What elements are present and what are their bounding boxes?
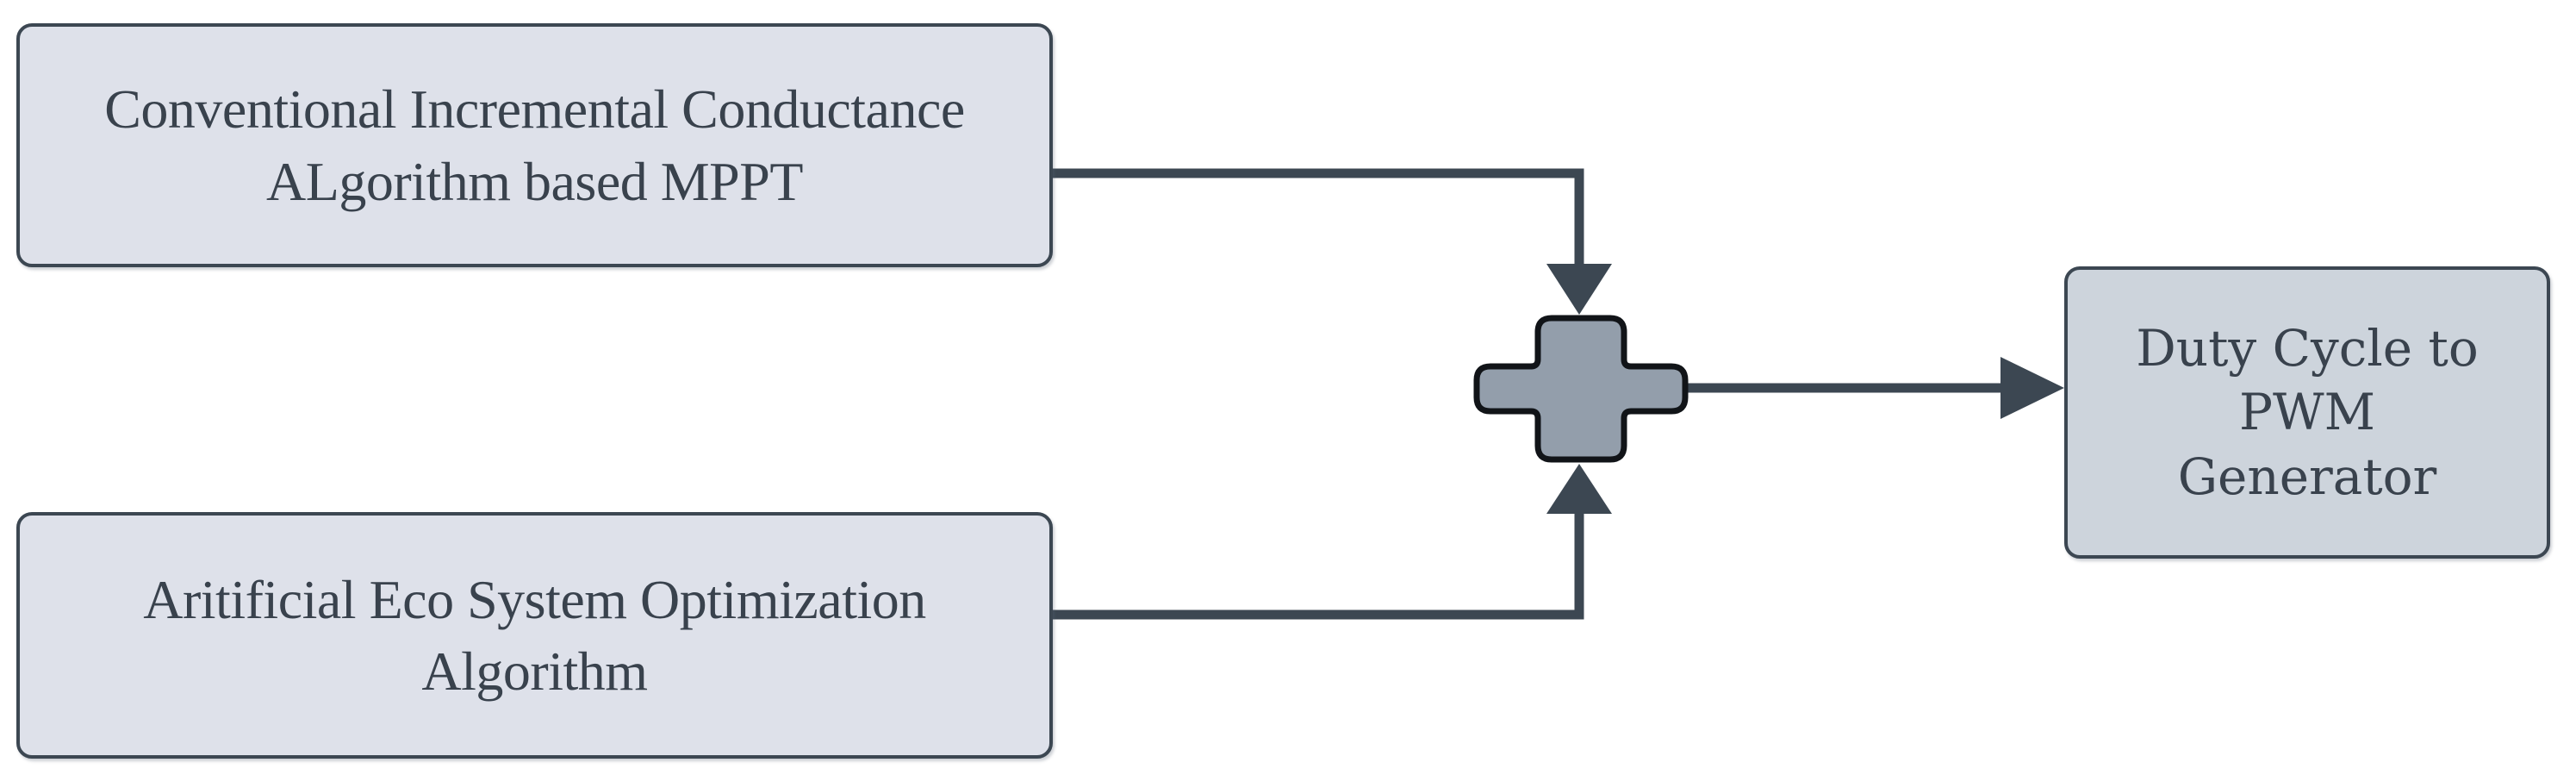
block-label: Aritificial Eco System Optimization Algo… [143, 568, 926, 702]
block-label: Duty Cycle to PWM Generator [2136, 319, 2479, 506]
cross-shape [1473, 315, 1689, 463]
block-label: Conventional Incremental Conductance ALg… [104, 78, 965, 212]
edge-junction-to-pwm [1684, 357, 2064, 419]
block-conventional-incremental-conductance-mppt[interactable]: Conventional Incremental Conductance ALg… [16, 23, 1053, 267]
summing-junction-cross-node[interactable] [1473, 315, 1689, 463]
block-duty-cycle-to-pwm-generator[interactable]: Duty Cycle to PWM Generator [2064, 266, 2550, 559]
edge-inc-cond-to-junction [1053, 168, 1612, 315]
edge-aeo-to-junction [1053, 464, 1612, 620]
block-artificial-eco-system-optimization-algorithm[interactable]: Aritificial Eco System Optimization Algo… [16, 512, 1053, 759]
